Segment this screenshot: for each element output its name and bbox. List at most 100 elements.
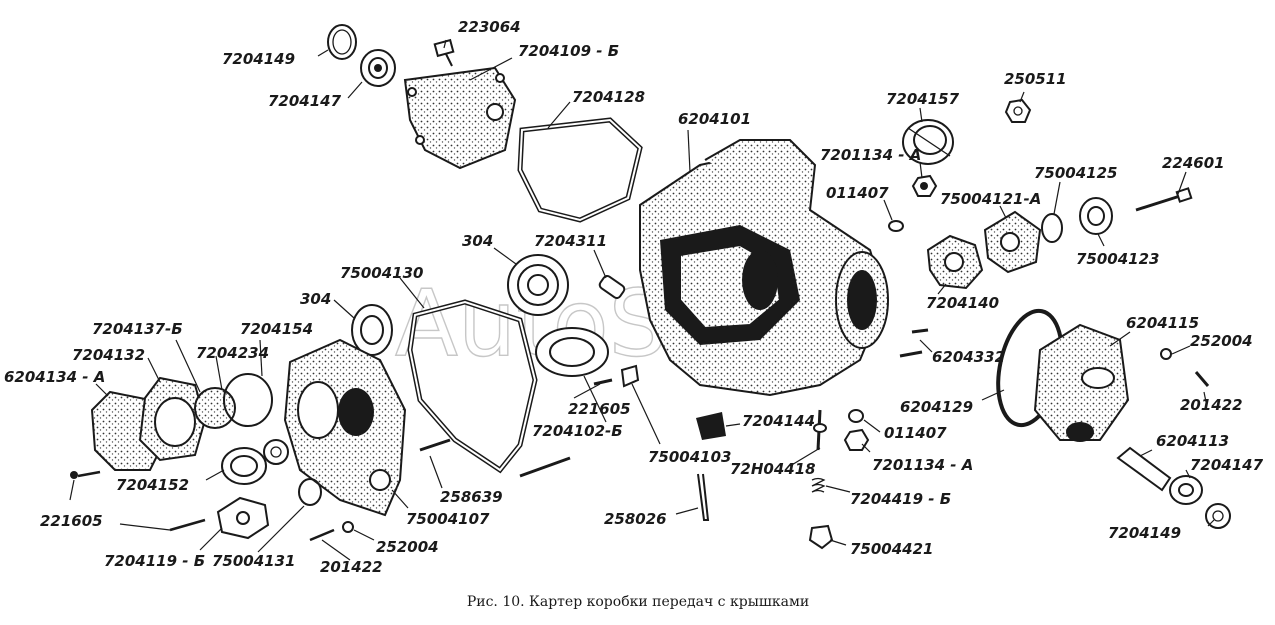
- bolt-201422-bottom: [309, 528, 335, 542]
- label-75004123: 75004123: [1076, 250, 1160, 268]
- gasket-ring-7204149-top: [327, 24, 357, 60]
- bolt-224601: [1135, 187, 1193, 212]
- nut-250511: [1004, 98, 1032, 123]
- ring-75004131: [298, 478, 322, 506]
- label-7204149-top: 7204149: [222, 50, 295, 68]
- label-75004421: 75004421: [850, 540, 934, 558]
- label-201422-bottom: 201422: [320, 558, 383, 576]
- main-housing-6204101: [639, 139, 889, 397]
- label-6204113: 6204113: [1156, 432, 1229, 450]
- gasket-7204140: [926, 234, 984, 290]
- rod-72h04418: [813, 409, 827, 451]
- pin-258639: [419, 438, 571, 478]
- label-258026: 258026: [604, 510, 667, 528]
- label-72h04418: 72Н04418: [730, 460, 816, 478]
- gasket-75004130: [407, 299, 538, 474]
- washer-011407-top: [888, 220, 904, 232]
- flange-75004121-a: [983, 210, 1042, 274]
- label-7204102-b: 7204102-Б: [532, 422, 623, 440]
- label-7204132: 7204132: [72, 346, 145, 364]
- bolt-201422-right: [1194, 371, 1210, 387]
- label-75004121-a: 75004121-А: [940, 190, 1041, 208]
- split-pin-258026: [697, 473, 710, 521]
- stud-6204332: [899, 328, 929, 358]
- pin-7204311: [598, 274, 626, 300]
- bearing-cup-7204157: [902, 119, 954, 165]
- label-75004125: 75004125: [1034, 164, 1118, 182]
- label-7204140: 7204140: [926, 294, 999, 312]
- part-labels: 223064 7204149 7204109 - Б 7204147 72041…: [4, 18, 1264, 576]
- label-7204147-bottom: 7204147: [1190, 456, 1264, 474]
- washer-252004-bottom: [342, 521, 354, 533]
- bearing-7204147-top: [360, 49, 396, 87]
- label-7204137-b: 7204137-Б: [92, 320, 183, 338]
- label-75004103: 75004103: [648, 448, 732, 466]
- bolt-221605-left: [70, 470, 206, 532]
- label-75004107: 75004107: [406, 510, 490, 528]
- label-011407-top: 011407: [826, 184, 889, 202]
- label-6204101: 6204101: [678, 110, 751, 128]
- gear-7204102-b: [535, 327, 609, 377]
- label-223064: 223064: [458, 18, 521, 36]
- flange-7204119-b: [216, 496, 270, 540]
- spring-7204419-b: [811, 477, 826, 493]
- bearing-304-b: [351, 304, 393, 356]
- bearing-75004123: [1079, 197, 1113, 235]
- bearing-304-a: [507, 254, 569, 316]
- label-224601: 224601: [1162, 154, 1225, 172]
- label-304-a: 304: [462, 232, 493, 250]
- label-7204311: 7204311: [534, 232, 607, 250]
- label-75004131: 75004131: [212, 552, 296, 570]
- label-258639: 258639: [440, 488, 503, 506]
- label-7201134-a-bottom: 7201134 - А: [872, 456, 973, 474]
- washer-252004-right: [1160, 348, 1172, 360]
- label-221605-left: 221605: [40, 512, 103, 530]
- bearing-7204152: [221, 447, 267, 485]
- label-6204115: 6204115: [1126, 314, 1199, 332]
- bracket-7204144: [696, 412, 726, 440]
- label-7204157: 7204157: [886, 90, 960, 108]
- seal-75004125: [1041, 213, 1063, 243]
- label-7204154: 7204154: [240, 320, 313, 338]
- gasket-7204128: [517, 117, 643, 223]
- label-75004130: 75004130: [340, 264, 424, 282]
- label-7204234: 7204234: [196, 344, 269, 362]
- label-7204119-b: 7204119 - Б: [104, 552, 205, 570]
- bolt-221605-mid: [593, 378, 613, 386]
- label-7204128: 7204128: [572, 88, 645, 106]
- label-7204152: 7204152: [116, 476, 189, 494]
- top-cover-7204109-b: [403, 66, 517, 170]
- gasket-7204132: [138, 376, 207, 462]
- rear-cover-6204115: [1033, 323, 1130, 442]
- label-7204144: 7204144: [742, 412, 815, 430]
- label-7201134-a-top: 7201134 - А: [820, 146, 921, 164]
- disk-7204234: [194, 387, 236, 429]
- label-7204419-b: 7204419 - Б: [850, 490, 951, 508]
- label-7204109-b: 7204109 - Б: [518, 42, 619, 60]
- label-6204332: 6204332: [932, 348, 1005, 366]
- label-7204147-top: 7204147: [268, 92, 342, 110]
- clip-75004103: [620, 364, 640, 388]
- label-201422-right: 201422: [1180, 396, 1243, 414]
- label-221605-mid: 221605: [568, 400, 631, 418]
- side-housing-75004107: [283, 338, 407, 517]
- gear-small: [263, 439, 289, 465]
- label-7204149-bottom: 7204149: [1108, 524, 1181, 542]
- shaft-6204113: [1116, 446, 1172, 492]
- ring-7204154: [223, 373, 273, 427]
- washer-011407-bottom: [848, 409, 864, 423]
- figure-caption: Рис. 10. Картер коробки передач с крышка…: [467, 594, 809, 610]
- label-011407-bottom: 011407: [884, 424, 947, 442]
- leader-lines: [69, 39, 1215, 561]
- label-252004-bottom: 252004: [376, 538, 439, 556]
- label-250511: 250511: [1004, 70, 1067, 88]
- bearing-7204147-bottom: [1169, 475, 1203, 505]
- bolt-223064: [433, 38, 455, 67]
- fitting-7201134-a-top: [911, 174, 938, 197]
- plug-75004421: [808, 524, 834, 550]
- label-304-b: 304: [300, 290, 331, 308]
- label-252004-right: 252004: [1190, 332, 1253, 350]
- label-6204129: 6204129: [900, 398, 973, 416]
- label-6204134-a: 6204134 - А: [4, 368, 105, 386]
